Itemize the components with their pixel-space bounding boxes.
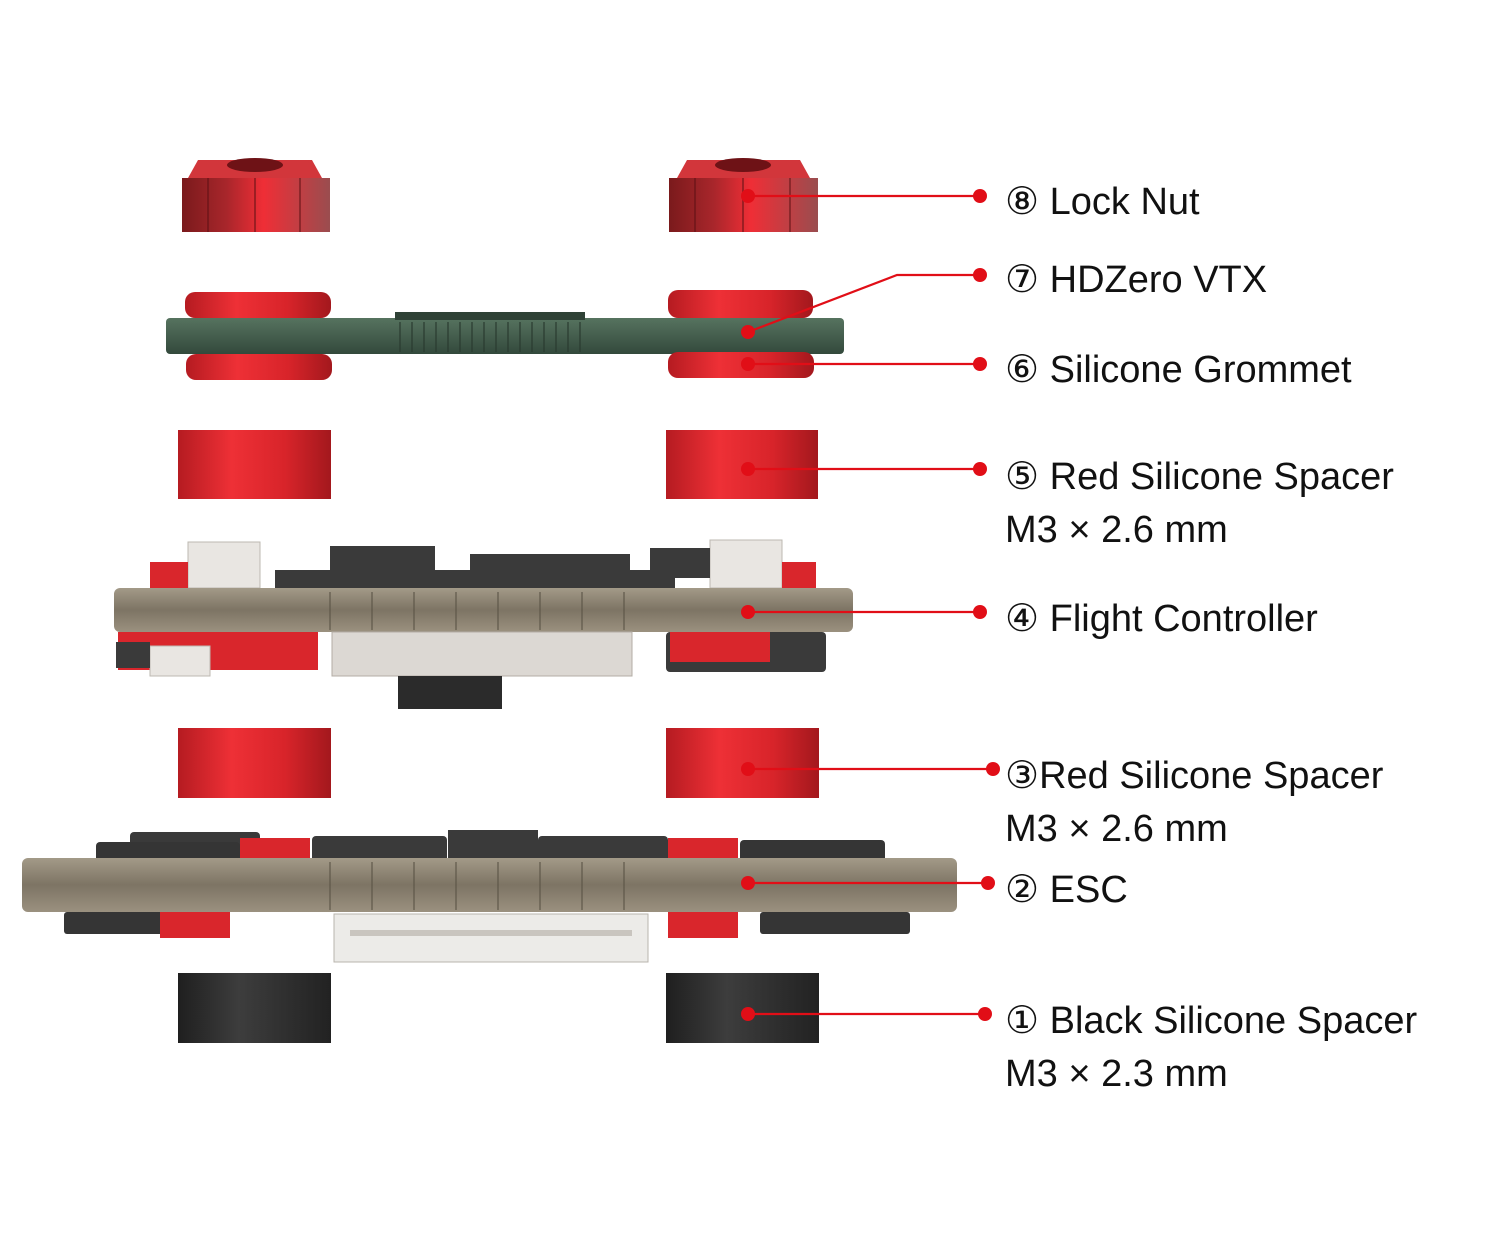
leader-dot-start-flight-controller <box>741 605 755 619</box>
esc-board <box>22 830 957 963</box>
label-line2-black-spacer: M3 × 2.3 mm <box>1005 1053 1228 1095</box>
label-line1-esc: ② ESC <box>1005 869 1128 911</box>
leader-lines <box>741 189 1000 1021</box>
leader-dot-start-red-spacer-top <box>741 462 755 476</box>
leader-dot-end-lock-nut <box>973 189 987 203</box>
grommet-top-left <box>185 292 331 318</box>
label-line1-flight-controller: ④ Flight Controller <box>1005 598 1318 640</box>
grommet-bottom-right <box>668 352 814 378</box>
leader-dot-end-black-spacer <box>978 1007 992 1021</box>
label-flight-controller: ④ Flight Controller <box>1005 593 1318 646</box>
red-spacer-bottom-right <box>666 728 819 798</box>
flight-controller-board <box>114 539 853 709</box>
label-line1-lock-nut: ⑧ Lock Nut <box>1005 181 1200 223</box>
label-line1-black-spacer: ① Black Silicone Spacer <box>1005 1000 1418 1042</box>
label-black-spacer: ① Black Silicone Spacer M3 × 2.3 mm <box>1005 995 1417 1101</box>
lock-nut-right <box>669 158 818 232</box>
leader-dot-start-hdzero-vtx <box>741 325 755 339</box>
label-hdzero-vtx: ⑦ HDZero VTX <box>1005 254 1267 307</box>
black-spacer-left <box>178 973 331 1043</box>
label-lock-nut: ⑧ Lock Nut <box>1005 176 1200 229</box>
leader-line-hdzero-vtx <box>747 273 980 334</box>
leader-dot-start-red-spacer-bottom <box>741 762 755 776</box>
grommet-top-right <box>668 290 813 318</box>
black-spacer-right <box>666 973 819 1043</box>
label-line1-red-spacer-top: ⑤ Red Silicone Spacer <box>1005 456 1394 498</box>
leader-dot-end-red-spacer-top <box>973 462 987 476</box>
leader-dot-start-esc <box>741 876 755 890</box>
red-spacer-bottom-left <box>178 728 331 798</box>
lock-nut-left <box>182 158 330 232</box>
red-spacer-top-right <box>666 430 818 499</box>
label-esc: ② ESC <box>1005 864 1128 917</box>
label-line2-red-spacer-top: M3 × 2.6 mm <box>1005 509 1228 551</box>
leader-dot-end-hdzero-vtx <box>973 268 987 282</box>
grommet-bottom-left <box>186 354 332 380</box>
label-red-spacer-bottom: ③Red Silicone Spacer M3 × 2.6 mm <box>1005 750 1383 856</box>
label-line1-red-spacer-bottom: ③Red Silicone Spacer <box>1005 755 1384 797</box>
leader-dot-end-flight-controller <box>973 605 987 619</box>
leader-dot-end-red-spacer-bottom <box>986 762 1000 776</box>
label-line2-red-spacer-bottom: M3 × 2.6 mm <box>1005 808 1228 850</box>
hdzero-vtx-board <box>166 312 844 354</box>
leader-dot-start-black-spacer <box>741 1007 755 1021</box>
red-spacer-top-left <box>178 430 331 499</box>
label-red-spacer-top: ⑤ Red Silicone Spacer M3 × 2.6 mm <box>1005 451 1394 557</box>
leader-dot-end-esc <box>981 876 995 890</box>
label-silicone-grommet: ⑥ Silicone Grommet <box>1005 344 1352 397</box>
label-line1-silicone-grommet: ⑥ Silicone Grommet <box>1005 349 1352 391</box>
leader-dot-start-lock-nut <box>741 189 755 203</box>
leader-dot-end-silicone-grommet <box>973 357 987 371</box>
leader-dot-start-silicone-grommet <box>741 357 755 371</box>
label-line1-hdzero-vtx: ⑦ HDZero VTX <box>1005 259 1268 301</box>
